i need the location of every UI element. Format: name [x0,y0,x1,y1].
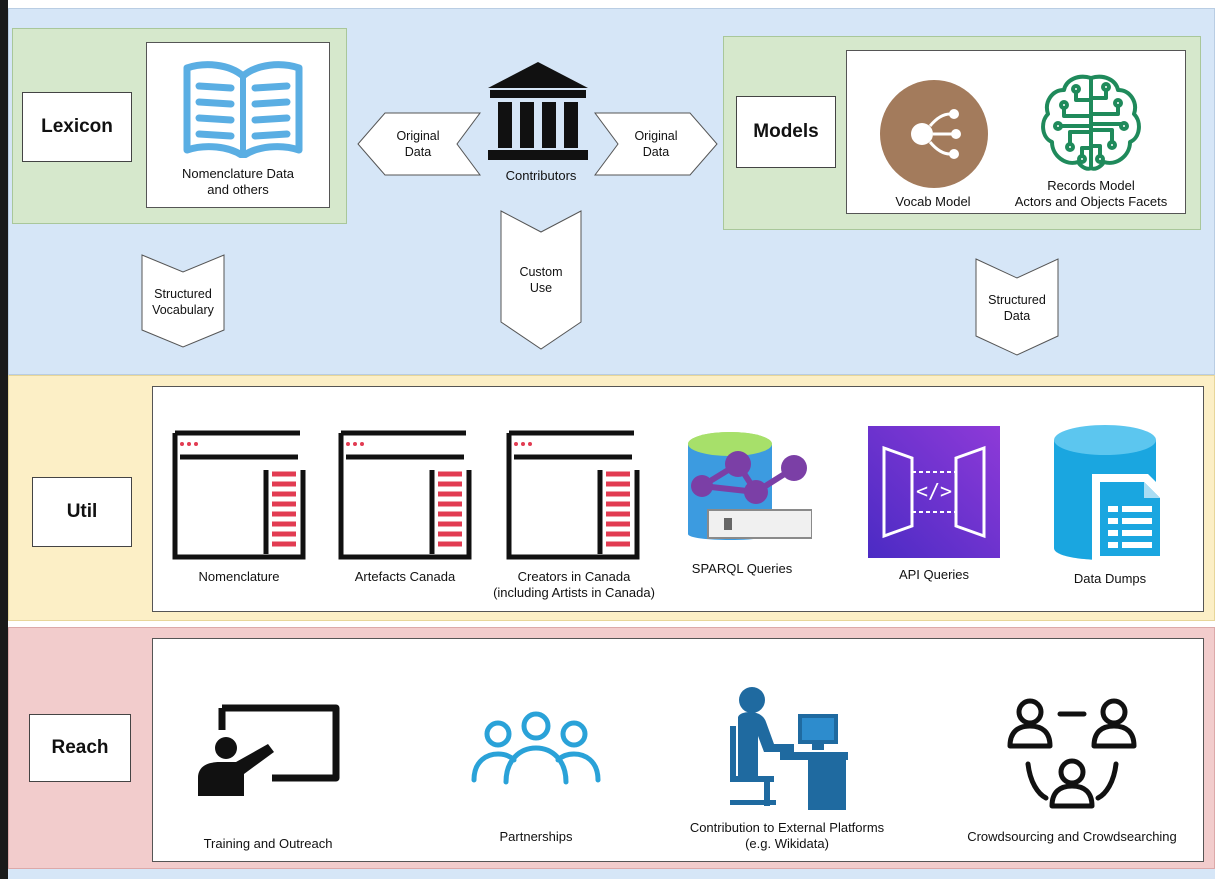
person-at-computer-icon[interactable] [724,686,850,810]
data-dumps-caption: Data Dumps [1073,571,1147,586]
creators-in-canada-caption: Creators in Canada (including Artists in… [493,569,655,600]
original-data-left-arrow [357,112,481,176]
nomenclature-browser-icon[interactable] [172,430,306,560]
creators-in-canada-browser-icon[interactable] [506,430,640,560]
original-data-right-label: Original Data [634,129,678,159]
nomenclature-caption: Nomenclature [198,569,280,584]
contributors-caption: Contributors [505,168,577,183]
structured-vocabulary-label: Structured Vocabulary [152,287,214,317]
sparql-queries-caption: SPARQL Queries [691,561,793,576]
util-label: Util [32,477,132,547]
teacher-board-icon[interactable] [196,704,340,798]
api-queries-caption: API Queries [898,567,970,582]
sparql-database-icon[interactable] [686,430,812,546]
models-label: Models [736,96,836,168]
museum-building-icon [486,60,590,164]
bottom-band [8,869,1215,879]
custom-use-label: Custom Use [519,265,563,295]
crowd-network-icon[interactable] [1006,694,1138,818]
structured-data-arrow [975,258,1059,356]
svg-text:</>: </> [916,479,952,503]
crowdsourcing-caption: Crowdsourcing and Crowdsearching [967,829,1177,844]
custom-use-arrow [500,210,582,350]
book-icon [181,58,305,158]
left-edge-bar [0,0,8,879]
artefacts-canada-browser-icon[interactable] [338,430,472,560]
util-panel [152,386,1204,612]
api-gateway-icon[interactable]: </> [868,426,1000,558]
brain-circuit-icon [1036,72,1146,172]
structured-vocabulary-arrow [141,254,225,348]
training-outreach-caption: Training and Outreach [203,836,333,851]
lexicon-label: Lexicon [22,92,132,162]
original-data-right-arrow [594,112,718,176]
vocab-model-caption: Vocab Model [895,194,971,209]
lexicon-caption: Nomenclature Data and others [182,166,294,197]
vocab-model-icon [878,78,990,190]
records-model-caption: Records Model Actors and Objects Facets [1014,178,1168,209]
structured-data-label: Structured Data [988,293,1046,323]
data-dumps-database-icon[interactable] [1052,424,1172,566]
contribution-external-caption: Contribution to External Platforms (e.g.… [689,820,885,851]
reach-panel [152,638,1204,862]
original-data-left-label: Original Data [396,129,440,159]
partnerships-caption: Partnerships [499,829,573,844]
people-group-icon[interactable] [470,710,602,786]
artefacts-canada-caption: Artefacts Canada [354,569,456,584]
reach-label: Reach [29,714,131,782]
